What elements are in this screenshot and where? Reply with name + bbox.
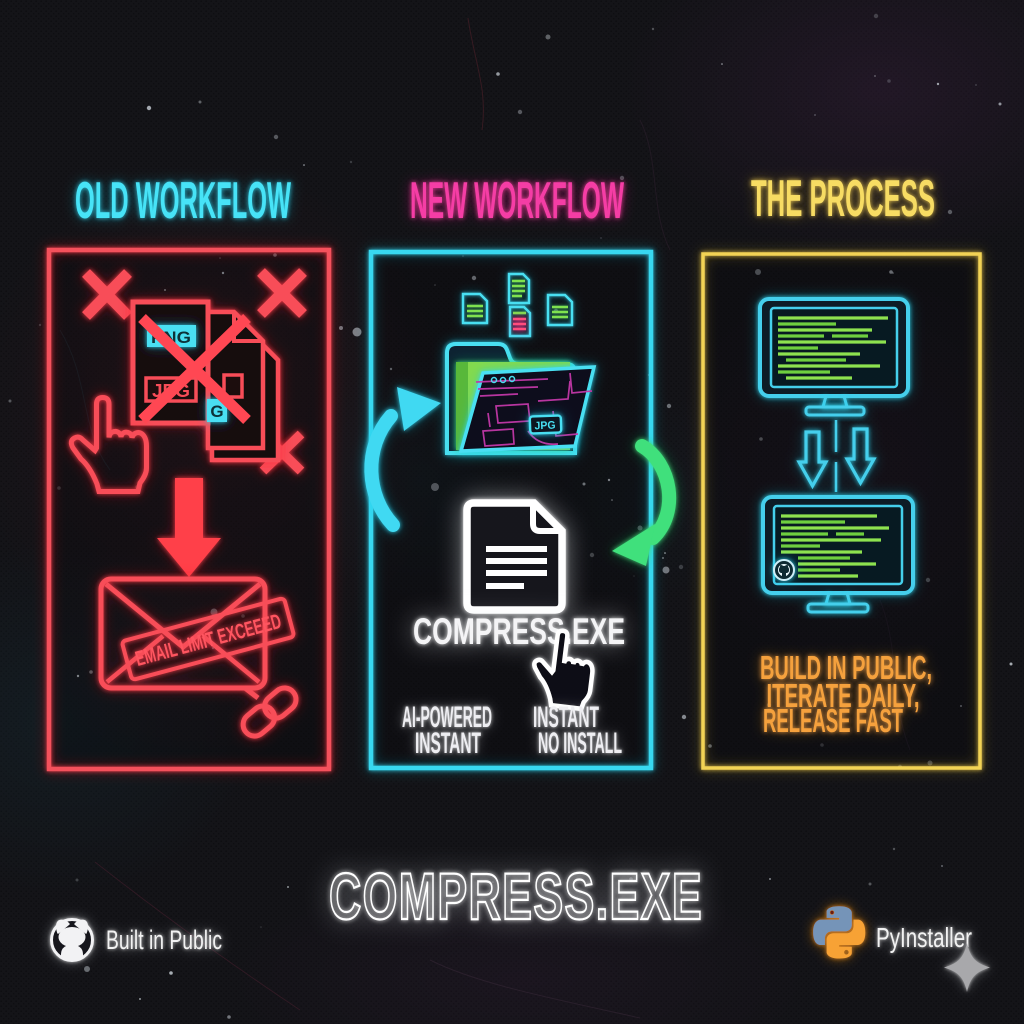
- svg-text:RELEASE FAST: RELEASE FAST: [763, 702, 903, 739]
- svg-text:BUILD IN PUBLIC,: BUILD IN PUBLIC,: [760, 649, 932, 686]
- svg-text:COMPRESS.EXE: COMPRESS.EXE: [413, 611, 625, 652]
- svg-text:NO INSTALL: NO INSTALL: [538, 727, 622, 760]
- svg-text:INSTANT: INSTANT: [415, 727, 481, 760]
- svg-text:OLD WORKFLOW: OLD WORKFLOW: [75, 172, 291, 230]
- svg-text:COMPRESS.EXE: COMPRESS.EXE: [329, 859, 703, 933]
- svg-text:ITERATE DAILY,: ITERATE DAILY,: [767, 677, 920, 714]
- svg-text:JPG: JPG: [534, 420, 555, 433]
- svg-text:THE PROCESS: THE PROCESS: [751, 170, 935, 228]
- svg-text:NEW WORKFLOW: NEW WORKFLOW: [410, 172, 624, 230]
- svg-text:Built in Public: Built in Public: [106, 925, 222, 955]
- svg-text:AI-POWERED: AI-POWERED: [402, 701, 492, 734]
- svg-text:PyInstaller: PyInstaller: [876, 922, 972, 953]
- svg-text:INSTANT: INSTANT: [533, 701, 599, 734]
- svg-text:G: G: [210, 402, 223, 421]
